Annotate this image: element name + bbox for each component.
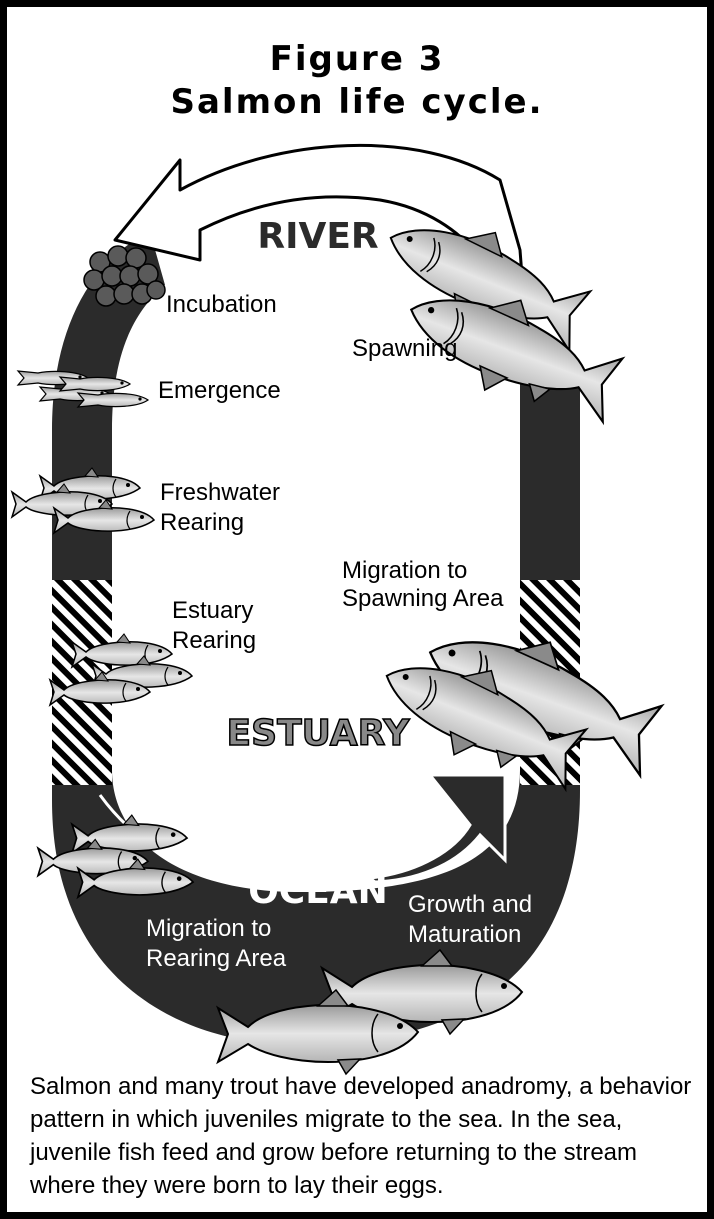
- figure-caption-text: Salmon and many trout have developed ana…: [30, 1070, 700, 1202]
- label-incubation: Incubation: [166, 291, 277, 318]
- label-emergence: Emergence: [158, 377, 281, 404]
- label-migration-spawning-1: Migration to: [342, 557, 467, 584]
- zone-label-ocean: OCEAN: [248, 871, 388, 912]
- label-estuary-rearing-2: Rearing: [172, 627, 256, 654]
- label-growth-1: Growth and: [408, 891, 532, 918]
- label-migration-rearing-1: Migration to: [146, 915, 271, 942]
- juvenile-fish-freshwater: [12, 468, 154, 533]
- label-freshwater-rearing-1: Freshwater: [160, 479, 280, 506]
- label-freshwater-rearing-2: Rearing: [160, 509, 244, 536]
- label-growth-2: Maturation: [408, 921, 521, 948]
- label-estuary-rearing-1: Estuary: [172, 597, 253, 624]
- label-migration-spawning-2: Spawning Area: [342, 585, 504, 612]
- fry-fish-icon: [18, 371, 148, 407]
- label-migration-rearing-2: Rearing Area: [146, 945, 287, 972]
- zone-label-river: RIVER: [257, 216, 378, 257]
- label-spawning: Spawning: [352, 335, 457, 362]
- zone-label-estuary: ESTUARY: [227, 713, 411, 754]
